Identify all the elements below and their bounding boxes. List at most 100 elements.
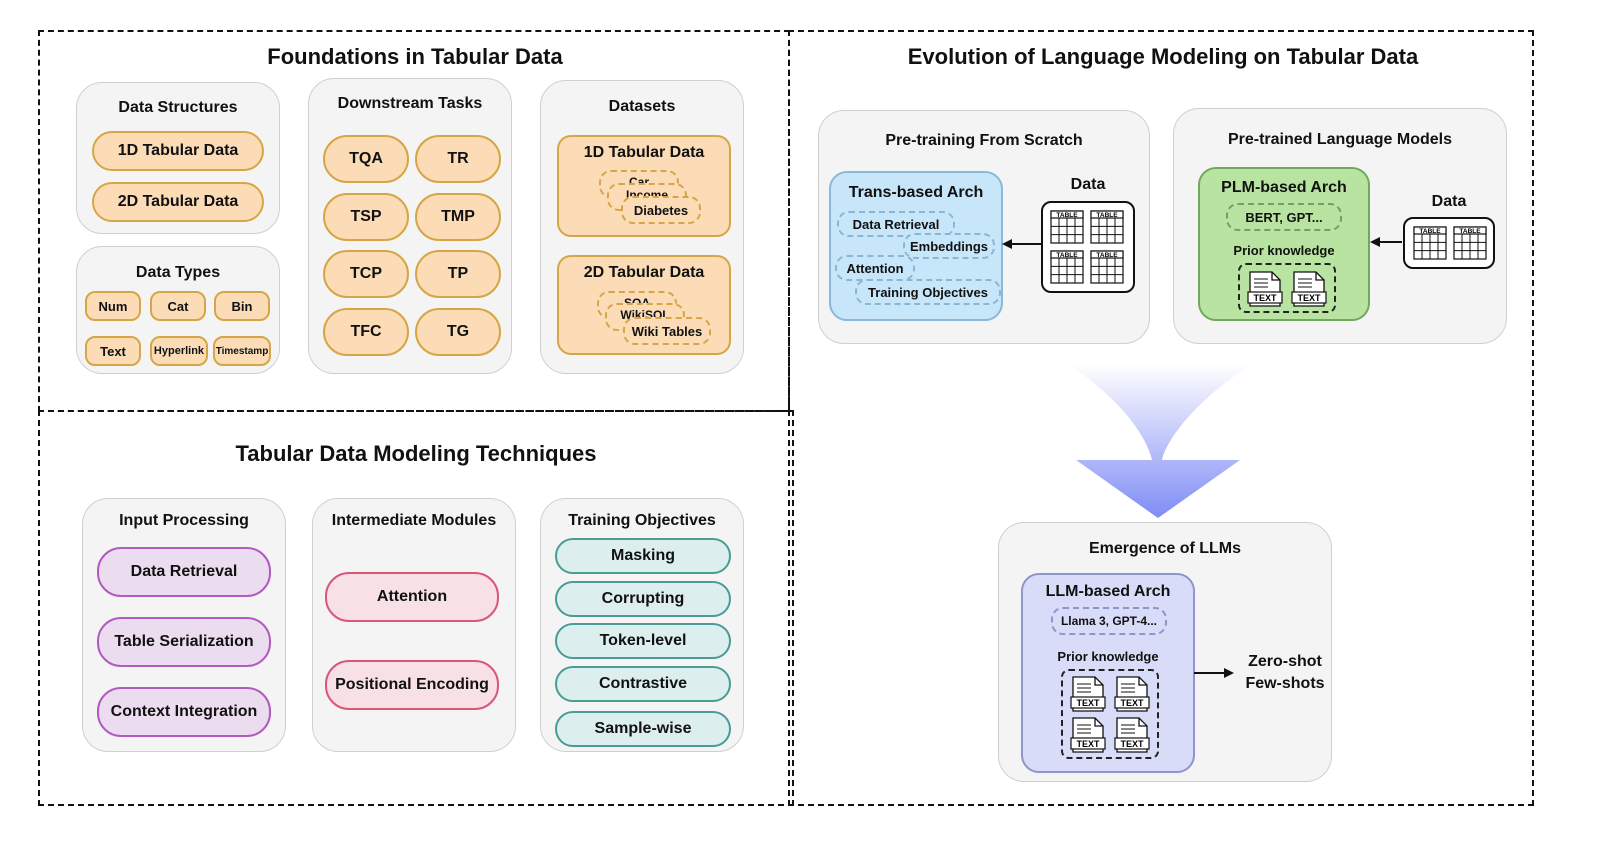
im-attention: Attention	[325, 572, 499, 622]
table-icon: TABLE	[1090, 250, 1124, 284]
data-types-title: Data Types	[135, 264, 221, 281]
plm-arch-title: PLM-based Arch	[1221, 179, 1347, 196]
text-doc-label: TEXT	[1120, 698, 1144, 708]
llm-title: Emergence of LLMs	[1088, 540, 1242, 557]
evolution-title: Evolution of Language Modeling on Tabula…	[907, 44, 1419, 69]
table-icon-label: TABLE	[1096, 212, 1118, 219]
ds-1d-pill: 1D Tabular Data	[92, 131, 264, 171]
to-corrupting: Corrupting	[555, 581, 731, 617]
training-objectives-card: Training Objectives Masking Corrupting T…	[540, 498, 744, 752]
techniques-title: Tabular Data Modeling Techniques	[235, 441, 597, 466]
task-tfc: TFC	[323, 308, 409, 356]
dataset-wiki-tables: Wiki Tables	[623, 317, 711, 345]
to-token-level: Token-level	[555, 623, 731, 659]
text-doc-icon: TEXT TEXT	[1247, 271, 1327, 307]
datasets-card: Datasets 1D Tabular Data Car Income Diab…	[540, 80, 744, 374]
downstream-tasks-title: Downstream Tasks	[337, 95, 483, 112]
table-icon: TABLE	[1413, 226, 1447, 260]
text-doc-label: TEXT	[1253, 293, 1277, 303]
type-cat: Cat	[150, 291, 206, 321]
trans-embeddings: Embeddings	[903, 233, 995, 259]
task-tp: TP	[415, 250, 501, 298]
llm-arch-title: LLM-based Arch	[1045, 583, 1171, 600]
plm-models: BERT, GPT...	[1226, 203, 1342, 231]
datasets-2d-title: 2D Tabular Data	[583, 264, 705, 281]
llm-output-line2: Few-shots	[1245, 675, 1325, 692]
ds-2d-pill: 2D Tabular Data	[92, 182, 264, 222]
type-num: Num	[85, 291, 141, 321]
trans-arch-title: Trans-based Arch	[848, 184, 984, 201]
scratch-card: Pre-training From Scratch Trans-based Ar…	[818, 110, 1150, 344]
data-types-card: Data Types Num Cat Bin Text Hyperlink Ti…	[76, 246, 280, 374]
input-processing-card: Input Processing Data Retrieval Table Se…	[82, 498, 286, 752]
plm-data-arrow	[1370, 237, 1402, 247]
llm-card: Emergence of LLMs LLM-based Arch Llama 3…	[998, 522, 1332, 782]
task-tqa: TQA	[323, 135, 409, 183]
table-icon-label: TABLE	[1056, 252, 1078, 259]
techniques-frame	[38, 410, 794, 806]
table-icon: TABLE	[1050, 250, 1084, 284]
plm-data-label: Data	[1431, 193, 1467, 210]
ip-table-serialization: Table Serialization	[97, 617, 271, 667]
task-tmp: TMP	[415, 193, 501, 241]
llm-output-arrow	[1194, 668, 1234, 678]
plm-arch-box: PLM-based Arch BERT, GPT... Prior knowle…	[1198, 167, 1370, 321]
datasets-1d-title: 1D Tabular Data	[583, 144, 705, 161]
datasets-1d-box: 1D Tabular Data Car Income Diabetes	[557, 135, 731, 237]
scratch-data-tables: TABLE TABLE TABLE TABLE	[1041, 201, 1135, 293]
task-tr: TR	[415, 135, 501, 183]
text-doc: TEXT	[1247, 271, 1283, 307]
plm-prior-label: Prior knowledge	[1233, 243, 1335, 258]
intermediate-modules-title: Intermediate Modules	[331, 512, 497, 529]
llm-models: Llama 3, GPT-4...	[1051, 607, 1167, 635]
plm-card: Pre-trained Language Models PLM-based Ar…	[1173, 108, 1507, 344]
datasets-title: Datasets	[608, 98, 676, 115]
task-tcp: TCP	[323, 250, 409, 298]
llm-text-group: TEXT TEXT TEXT TEXT	[1061, 669, 1159, 759]
text-doc: TEXT	[1070, 717, 1106, 753]
data-structures-card: Data Structures 1D Tabular Data 2D Tabul…	[76, 82, 280, 234]
dataset-diabetes: Diabetes	[621, 196, 701, 224]
ip-context-integration: Context Integration	[97, 687, 271, 737]
trans-data-retrieval: Data Retrieval	[837, 211, 955, 237]
type-text: Text	[85, 336, 141, 366]
table-icon: TABLE	[1453, 226, 1487, 260]
text-doc-label: TEXT	[1076, 739, 1100, 749]
text-doc-label: TEXT	[1076, 698, 1100, 708]
table-icon-label: TABLE	[1096, 252, 1118, 259]
downstream-tasks-card: Downstream Tasks TQA TR TSP TMP TCP TP T…	[308, 78, 512, 374]
input-processing-title: Input Processing	[119, 512, 249, 529]
trans-training-objectives: Training Objectives	[855, 279, 1001, 305]
trans-attention: Attention	[835, 255, 915, 281]
ip-data-retrieval: Data Retrieval	[97, 547, 271, 597]
table-icon-label: TABLE	[1056, 212, 1078, 219]
text-doc: TEXT	[1070, 676, 1106, 712]
text-doc-label: TEXT	[1297, 293, 1321, 303]
text-doc-icon: TEXT TEXT TEXT TEXT	[1070, 676, 1150, 753]
table-icon-label: TABLE	[1419, 228, 1441, 235]
task-tg: TG	[415, 308, 501, 356]
type-bin: Bin	[214, 291, 270, 321]
plm-title: Pre-trained Language Models	[1227, 131, 1453, 148]
text-doc: TEXT	[1114, 676, 1150, 712]
task-tsp: TSP	[323, 193, 409, 241]
to-contrastive: Contrastive	[555, 666, 731, 702]
type-hyperlink: Hyperlink	[150, 336, 208, 366]
table-icon: TABLE	[1050, 210, 1084, 244]
table-grid-icon: TABLE TABLE	[1413, 226, 1487, 260]
llm-arch-box: LLM-based Arch Llama 3, GPT-4... Prior k…	[1021, 573, 1195, 773]
scratch-title: Pre-training From Scratch	[885, 132, 1083, 149]
im-positional-encoding: Positional Encoding	[325, 660, 499, 710]
table-icon: TABLE	[1090, 210, 1124, 244]
intermediate-modules-card: Intermediate Modules Attention Positiona…	[312, 498, 516, 752]
to-masking: Masking	[555, 538, 731, 574]
data-structures-title: Data Structures	[118, 99, 238, 116]
scratch-data-label: Data	[1070, 176, 1106, 193]
trans-arch-box: Trans-based Arch Data Retrieval Embeddin…	[829, 171, 1003, 321]
type-timestamp: Timestamp	[213, 336, 271, 366]
text-doc-label: TEXT	[1120, 739, 1144, 749]
evolution-frame	[788, 30, 1534, 806]
datasets-2d-box: 2D Tabular Data SQA WikiSQL Wiki Tables	[557, 255, 731, 355]
llm-prior-label: Prior knowledge	[1057, 649, 1159, 664]
training-objectives-title: Training Objectives	[568, 512, 716, 529]
